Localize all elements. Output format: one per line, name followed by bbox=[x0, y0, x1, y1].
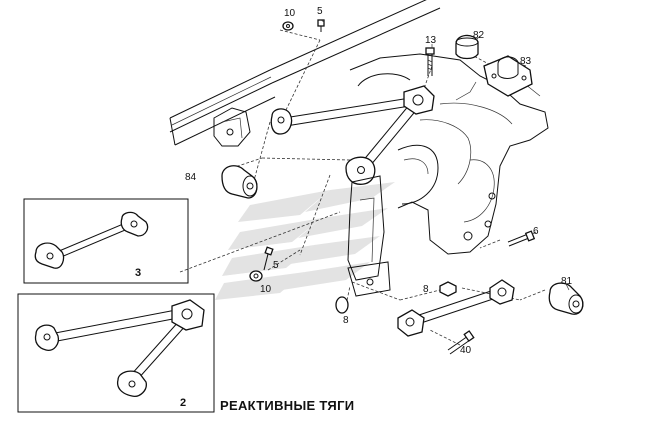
callout-82: 82 bbox=[473, 30, 485, 41]
cap-82 bbox=[455, 34, 479, 60]
callout-5-mid: 5 bbox=[273, 260, 279, 271]
bolt-13 bbox=[425, 47, 435, 76]
bushing-81 bbox=[548, 282, 584, 315]
callout-81: 81 bbox=[561, 276, 573, 287]
bushing-84 bbox=[221, 165, 258, 199]
axle-rod-bracket bbox=[347, 175, 391, 297]
upper-v-reaction-rod bbox=[270, 85, 435, 185]
bolt-40 bbox=[447, 330, 475, 355]
callout-8-a: 8 bbox=[423, 284, 429, 295]
bolt-5-mid bbox=[263, 246, 274, 271]
nut-8-a bbox=[439, 281, 457, 297]
inset-3-label: 3 bbox=[135, 267, 141, 279]
callout-5-top: 5 bbox=[317, 6, 323, 17]
callout-84: 84 bbox=[185, 172, 197, 183]
inset-panel-3 bbox=[23, 198, 189, 284]
callout-10-mid: 10 bbox=[260, 284, 272, 295]
frame-bracket bbox=[213, 107, 251, 147]
callout-10-top: 10 bbox=[284, 8, 296, 19]
frame-rail bbox=[169, 0, 441, 146]
callout-13: 13 bbox=[425, 35, 437, 46]
washer-10-top bbox=[282, 21, 294, 31]
callout-8-b: 8 bbox=[343, 315, 349, 326]
callout-83: 83 bbox=[520, 56, 532, 67]
leader-lines bbox=[320, 19, 570, 291]
callout-40: 40 bbox=[460, 345, 472, 356]
diagram-caption: РЕАКТИВНЫЕ ТЯГИ bbox=[220, 398, 355, 413]
callout-labels: 10 5 13 82 83 84 6 5 10 8 8 81 40 3 2 bbox=[135, 6, 573, 409]
watermark-logo bbox=[215, 182, 395, 300]
washer-10-mid bbox=[249, 270, 263, 282]
inset-panel-2 bbox=[17, 293, 215, 413]
nut-8-b bbox=[335, 296, 349, 314]
bracket-83 bbox=[483, 55, 533, 97]
bolt-6 bbox=[507, 230, 536, 247]
inset-2-label: 2 bbox=[180, 397, 186, 409]
callout-6: 6 bbox=[533, 226, 539, 237]
lower-reaction-rod bbox=[397, 279, 515, 337]
